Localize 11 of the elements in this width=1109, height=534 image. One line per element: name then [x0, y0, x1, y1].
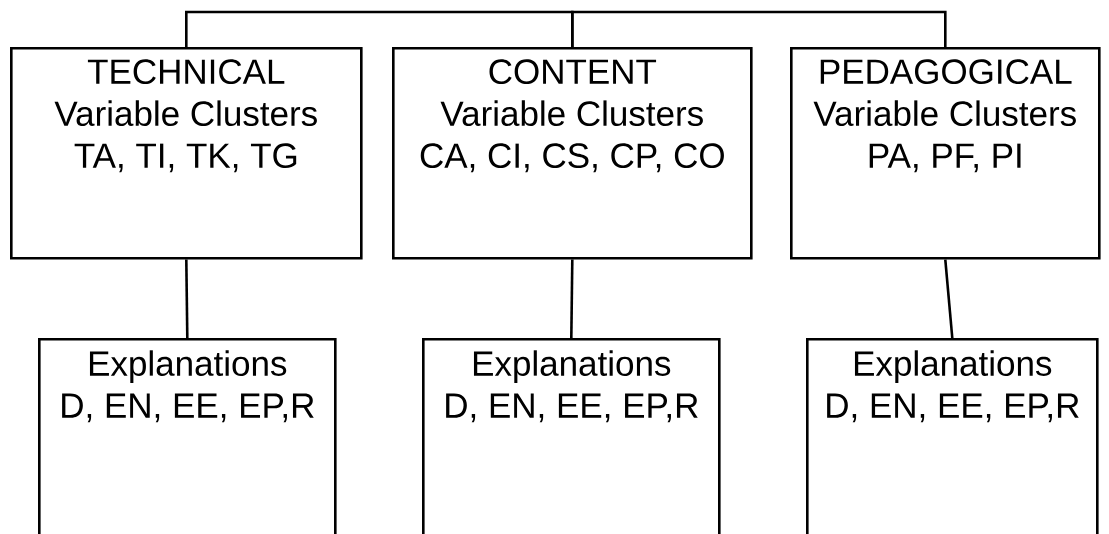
box: PEDAGOGICAL Variable Clusters PA, PF, PI [790, 47, 1101, 260]
box: TECHNICAL Variable Clusters TA, TI, TK, TG [10, 47, 363, 260]
connector-line [571, 10, 947, 47]
connector-line [185, 259, 189, 338]
box: Explanations D, EN, EE, EP,R [806, 338, 1099, 534]
connector-line [944, 259, 954, 339]
box: CONTENT Variable Clusters CA, CI, CS, CP, CO [392, 47, 753, 260]
connector-line [185, 10, 574, 47]
box: Explanations D, EN, EE, EP,R [38, 338, 337, 534]
box: Explanations D, EN, EE, EP,R [422, 338, 721, 534]
connector-line [570, 259, 574, 338]
